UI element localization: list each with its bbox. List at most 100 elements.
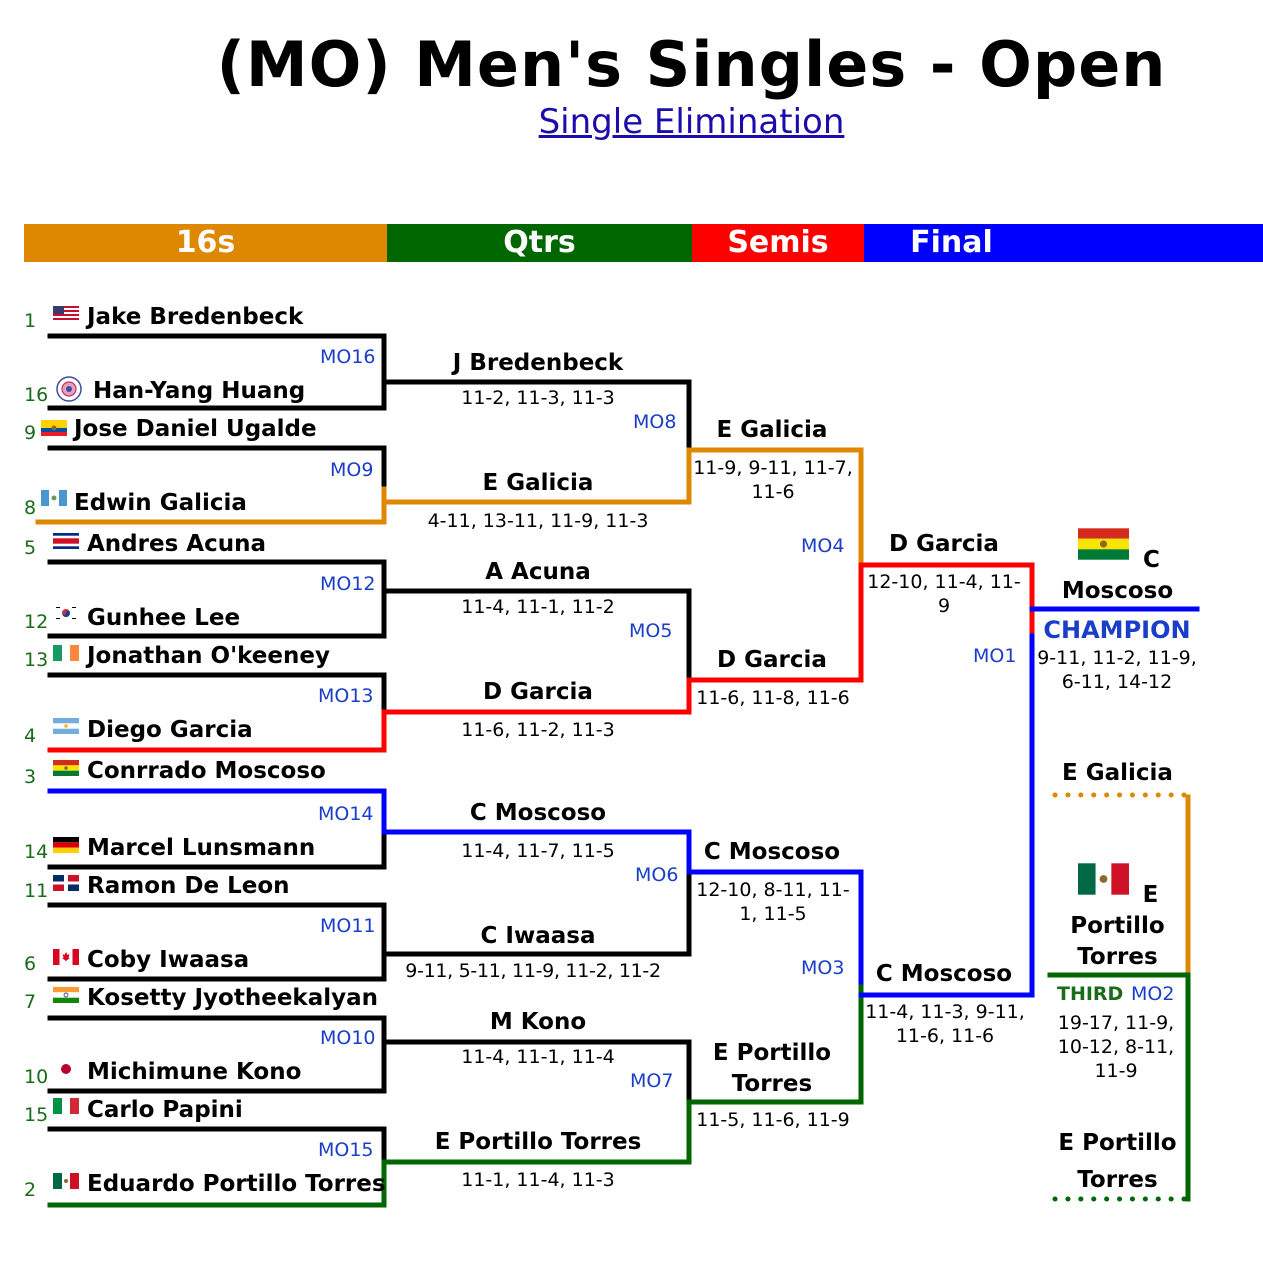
seed-2: 2: [24, 1179, 37, 1201]
seed-10: 10: [24, 1066, 49, 1088]
match-id: MO11: [320, 915, 376, 937]
match-id: MO3: [801, 957, 845, 979]
bracket-type-link[interactable]: Single Elimination: [538, 102, 845, 142]
match-score: 12-10, 11-4, 11-9: [867, 571, 1021, 617]
bolivia-flag-icon: [1078, 528, 1129, 560]
player-name: Jonathan O'keeney: [87, 643, 330, 669]
ireland-flag-icon: [53, 645, 79, 661]
match-id: MO16: [320, 346, 376, 368]
player-name: Carlo Papini: [87, 1097, 243, 1123]
r16-line-8: [47, 1126, 387, 1165]
match-score: 4-11, 13-11, 11-9, 11-3: [427, 510, 649, 532]
winner-name: C Moscoso: [875, 961, 1013, 987]
r16-line-4: [47, 672, 387, 715]
chinese-taipei-flag-icon: [56, 376, 82, 402]
player-name: Gunhee Lee: [87, 605, 241, 631]
player-name: Diego Garcia: [87, 717, 253, 743]
match-score: 12-10, 8-11, 11-1, 11-5: [696, 879, 850, 925]
winner-name: D Garcia: [483, 679, 593, 705]
match-id: MO13: [318, 685, 374, 707]
dominican-republic-flag-icon: [53, 875, 79, 891]
match-id: MO5: [629, 620, 673, 642]
r16-line-5-win: [47, 788, 387, 835]
r16-line-4-win: [47, 709, 387, 753]
r16-line-3: [47, 559, 387, 639]
seed-9: 9: [24, 422, 37, 444]
italy-flag-icon: [53, 1098, 79, 1114]
player-name: Jose Daniel Ugalde: [74, 416, 317, 442]
seed-11: 11: [24, 880, 49, 902]
third-place-bottom: E Portillo Torres: [1058, 1130, 1177, 1193]
seed-7: 7: [24, 991, 37, 1013]
seed-12: 12: [24, 611, 49, 633]
match-id: MO15: [318, 1139, 374, 1161]
mexico-flag-icon: [1078, 863, 1129, 895]
winner-name: M Kono: [489, 1009, 587, 1035]
champion-label: CHAMPION: [1043, 616, 1191, 644]
player-name: Kosetty Jyotheekalyan: [87, 985, 379, 1011]
match-score: 11-4, 11-1, 11-4: [461, 1046, 615, 1068]
match-score: 11-4, 11-3, 9-11, 11-6, 11-6: [865, 1001, 1025, 1047]
usa-flag-icon: [53, 306, 79, 322]
player-name: Eduardo Portillo Torres: [87, 1171, 386, 1197]
champion-name: C Moscoso: [1061, 547, 1174, 604]
player-name: Edwin Galicia: [74, 490, 247, 516]
match-id: MO12: [320, 573, 376, 595]
match-id: MO14: [318, 803, 374, 825]
r16-line-1: [47, 333, 387, 411]
r16-line-5: [47, 829, 387, 870]
india-flag-icon: [53, 987, 79, 1003]
guatemala-flag-icon: [41, 490, 67, 506]
winner-name: C Moscoso: [703, 839, 841, 865]
match-score: 11-6, 11-2, 11-3: [461, 719, 615, 741]
seed-4: 4: [24, 725, 37, 747]
third-place-score: 19-17, 11-9, 10-12, 8-11, 11-9: [1057, 1012, 1175, 1082]
bolivia-flag-icon: [53, 760, 79, 776]
seed-1: 1: [24, 310, 37, 332]
champion-score: 9-11, 11-2, 11-9, 6-11, 14-12: [1037, 647, 1197, 693]
match-score: 11-5, 11-6, 11-9: [696, 1109, 850, 1131]
player-name: Jake Bredenbeck: [87, 304, 304, 330]
argentina-flag-icon: [53, 718, 79, 734]
round-header-final: Final: [864, 224, 1263, 262]
winner-name: D Garcia: [717, 647, 827, 673]
r16-line-6: [47, 902, 387, 982]
player-name: Michimune Kono: [87, 1059, 302, 1085]
match-id: MO2: [1131, 983, 1175, 1005]
south-korea-flag-icon: [53, 604, 79, 622]
player-name: Coby Iwaasa: [87, 947, 250, 973]
seed-3: 3: [24, 766, 37, 788]
match-id: MO7: [630, 1070, 674, 1092]
seed-15: 15: [24, 1104, 49, 1126]
winner-name: C Moscoso: [469, 800, 607, 826]
player-name: Conrrado Moscoso: [87, 758, 326, 784]
match-id: MO9: [330, 459, 374, 481]
match-score: 11-6, 11-8, 11-6: [696, 687, 850, 709]
match-id: MO6: [635, 864, 679, 886]
seed-16: 16: [24, 384, 49, 406]
match-score: 11-9, 9-11, 11-7, 11-6: [693, 457, 853, 503]
r16-line-7: [47, 1015, 387, 1094]
winner-name: E Portillo Torres: [434, 1129, 642, 1155]
ecuador-flag-icon: [41, 420, 67, 436]
germany-flag-icon: [53, 837, 79, 853]
winner-name: E Galicia: [482, 470, 594, 496]
third-place-winner: E Portillo Torres: [1070, 882, 1165, 970]
match-score: 11-2, 11-3, 11-3: [461, 387, 615, 409]
winner-name: J Bredenbeck: [452, 350, 624, 376]
seed-8: 8: [24, 497, 37, 519]
r16-line-2: [47, 445, 387, 492]
third-label: THIRD: [1057, 983, 1124, 1005]
seed-5: 5: [24, 537, 37, 559]
round-header-qtrs: Qtrs: [387, 224, 692, 262]
match-score: 11-4, 11-1, 11-2: [461, 596, 615, 618]
match-id: MO8: [633, 411, 677, 433]
round-header-semis: Semis: [692, 224, 864, 262]
round-header-16s: 16s: [24, 224, 387, 262]
costa-rica-flag-icon: [53, 533, 79, 549]
winner-name: A Acuna: [485, 559, 591, 585]
match-score: 11-4, 11-7, 11-5: [461, 840, 615, 862]
japan-flag-icon: [53, 1060, 79, 1078]
r16-line-8-win: [47, 1159, 387, 1208]
third-place-top: E Galicia: [1062, 760, 1173, 786]
